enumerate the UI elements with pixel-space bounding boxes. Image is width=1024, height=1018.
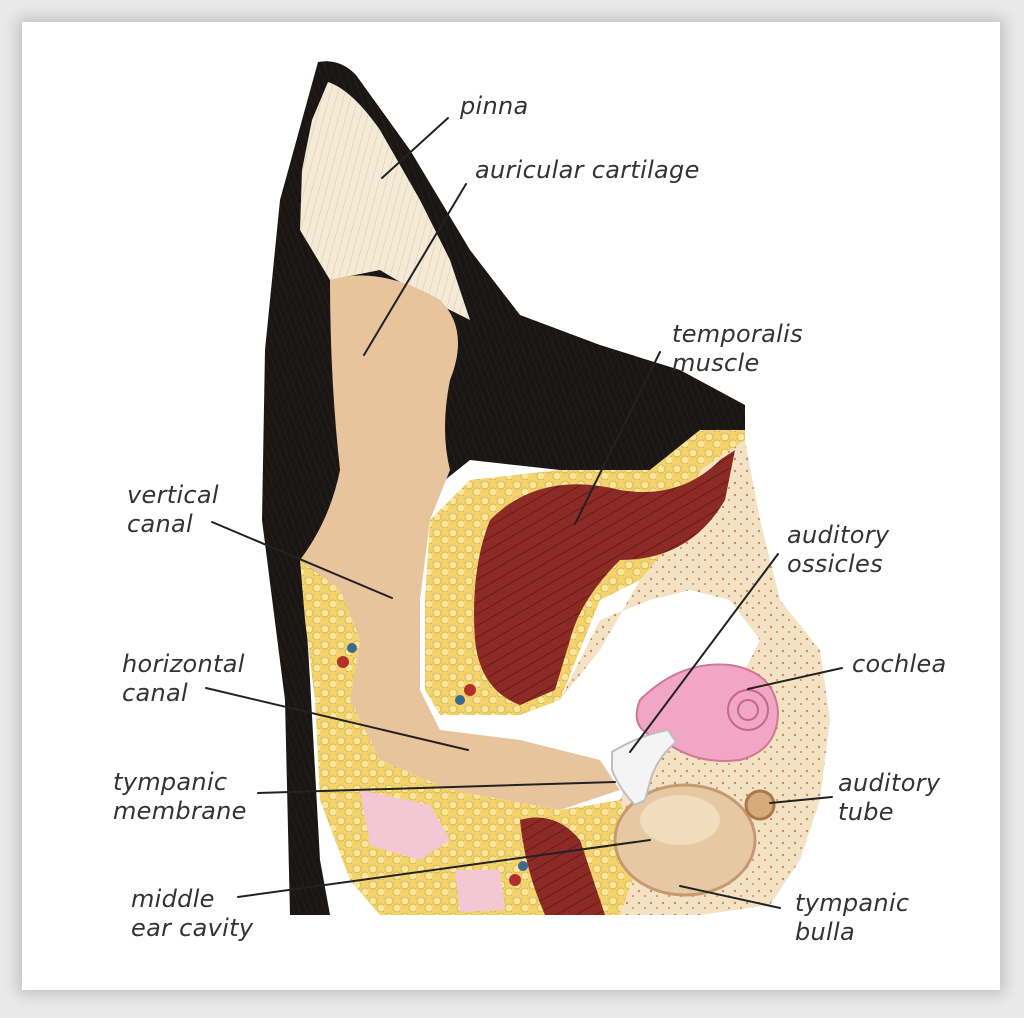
leader-tympanic-membrane xyxy=(257,781,616,794)
label-auricular-cartilage: auricular cartilage xyxy=(475,156,700,184)
label-tympanic-bulla: tympanic bulla xyxy=(795,889,910,946)
leader-vertical-canal xyxy=(211,521,393,599)
label-auditory-ossicles: auditory ossicles xyxy=(787,521,890,578)
leader-auditory-tube xyxy=(769,796,833,804)
leader-middle-ear-cavity xyxy=(237,839,651,898)
temporalis-muscle xyxy=(474,450,735,705)
leader-horizontal-canal xyxy=(205,687,469,751)
leader-pinna xyxy=(381,117,449,179)
label-temporalis-muscle: temporalis muscle xyxy=(672,320,803,377)
label-auditory-tube: auditory tube xyxy=(838,769,941,826)
label-horizontal-canal: horizontal canal xyxy=(122,650,245,707)
salivary-gland xyxy=(360,790,450,860)
leader-auricular-cartilage xyxy=(363,183,467,356)
label-tympanic-membrane: tympanic membrane xyxy=(113,768,247,825)
auditory-tube-opening xyxy=(744,789,776,821)
blood-vessels xyxy=(337,643,528,886)
leader-cochlea xyxy=(747,667,843,690)
ear-canal-skin xyxy=(300,275,620,810)
label-vertical-canal: vertical canal xyxy=(127,481,219,538)
auditory-ossicles xyxy=(611,728,678,807)
leader-temporalis-muscle xyxy=(574,351,661,525)
label-cochlea: cochlea xyxy=(852,650,947,678)
leader-lines xyxy=(205,117,843,909)
label-pinna: pinna xyxy=(460,92,529,120)
label-middle-ear-cavity: middle ear cavity xyxy=(131,885,254,942)
lower-muscle xyxy=(520,817,605,915)
leader-auditory-ossicles xyxy=(629,553,779,753)
leader-tympanic-bulla xyxy=(679,885,781,909)
